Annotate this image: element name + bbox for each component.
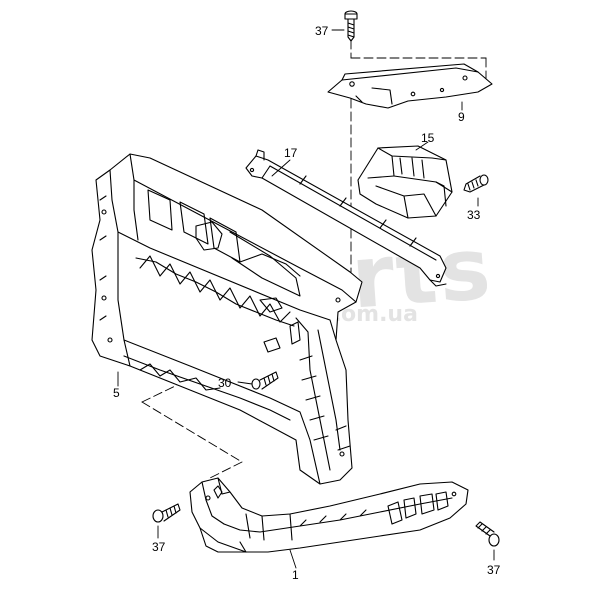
- screw-37-right: [476, 522, 499, 546]
- callout-17: 17: [284, 146, 298, 160]
- air-guide-15: [358, 146, 452, 218]
- screw-30: [252, 372, 278, 389]
- callout-37-left: 37: [152, 540, 166, 554]
- callout-37-right: 37: [487, 563, 501, 577]
- screw-33: [464, 175, 488, 192]
- callout-9: 9: [458, 110, 465, 124]
- callout-15: 15: [421, 131, 435, 145]
- lock-rail-17: [246, 150, 446, 286]
- lower-cross-member-1: [190, 478, 468, 552]
- callout-30: 30: [218, 376, 232, 390]
- callout-37-top: 37: [315, 24, 329, 38]
- front-end-carrier-5: [92, 154, 362, 484]
- callout-leader-lines: [117, 29, 495, 569]
- callout-1: 1: [292, 568, 299, 582]
- callout-5: 5: [113, 386, 120, 400]
- upper-bracket-9: [328, 64, 492, 108]
- callout-33: 33: [467, 208, 481, 222]
- screw-37-top: [345, 11, 357, 41]
- screw-37-left: [153, 504, 180, 522]
